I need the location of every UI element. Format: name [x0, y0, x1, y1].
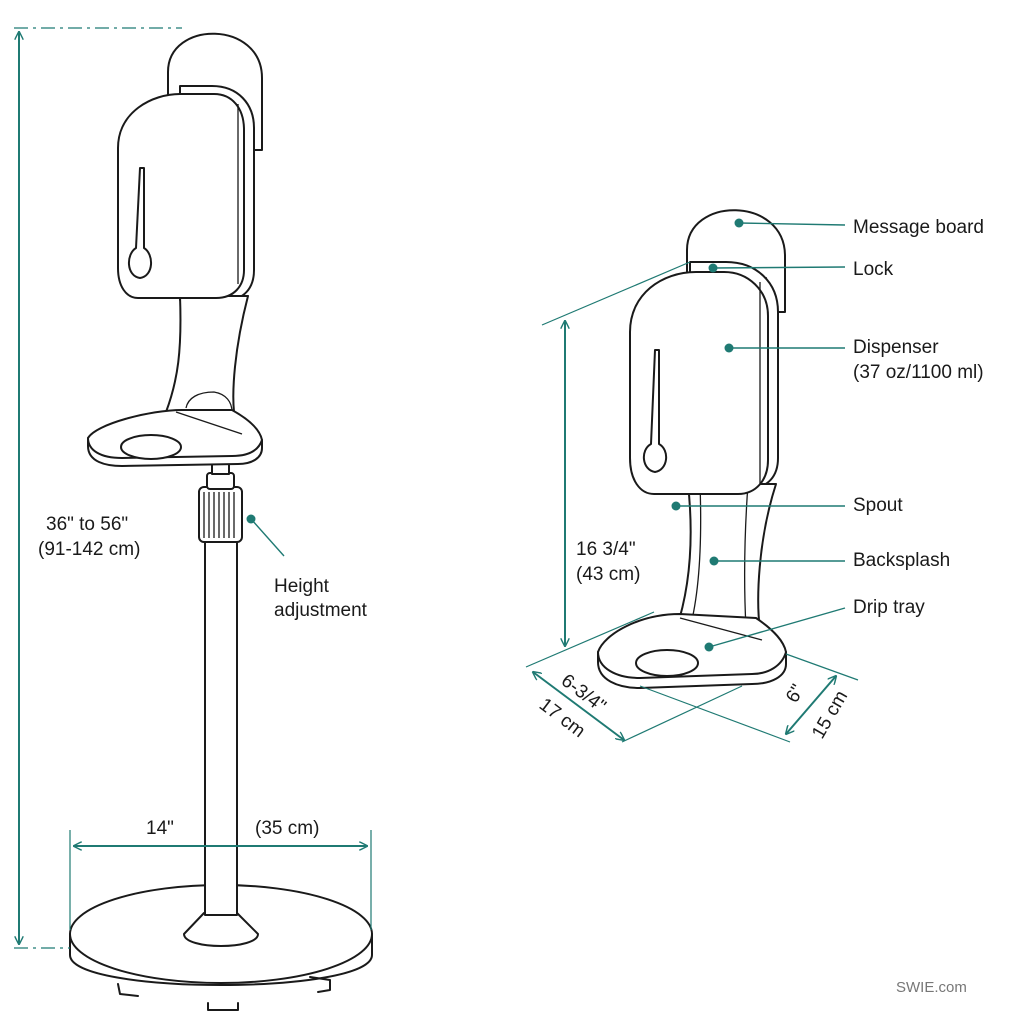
unit-height-imperial: 16 3/4" — [576, 539, 636, 560]
right-dispenser-front — [629, 271, 769, 495]
height-adjustment-knob — [198, 461, 243, 543]
overall-height-imperial: 36" to 56" — [46, 514, 128, 535]
label-dispenser-capacity: (37 oz/1100 ml) — [853, 362, 984, 383]
label-backsplash: Backsplash — [853, 550, 950, 571]
callout-message-board: Message board — [734, 217, 984, 238]
right-drip-tray — [597, 613, 787, 689]
callout-lock: Lock — [708, 259, 894, 280]
callout-drip-tray: Drip tray — [704, 597, 925, 652]
right-message-board — [686, 209, 786, 313]
callout-spout: Spout — [671, 495, 903, 516]
base-width-imperial: 14" — [146, 818, 174, 839]
callout-dispenser: Dispenser (37 oz/1100 ml) — [724, 337, 984, 383]
watermark: SWIE.com — [896, 979, 967, 996]
label-dispenser: Dispenser — [853, 337, 939, 358]
label-message-board: Message board — [853, 217, 984, 238]
height-adjustment-label-line2: adjustment — [274, 600, 368, 621]
stand-base-collar — [183, 912, 259, 947]
overall-height-dimension: 36" to 56" (91-142 cm) — [14, 27, 182, 949]
base-width-dimension: 14" (35 cm) — [69, 818, 372, 930]
unit-depth-metric: 15 cm — [808, 687, 852, 742]
height-adjustment-callout: Height adjustment — [246, 514, 368, 621]
left-drip-tray — [87, 409, 263, 467]
label-lock: Lock — [853, 259, 894, 280]
label-drip-tray: Drip tray — [853, 597, 925, 618]
overall-height-metric: (91-142 cm) — [38, 539, 140, 560]
left-dispenser-front — [117, 93, 245, 299]
label-spout: Spout — [853, 495, 903, 516]
callout-backsplash: Backsplash — [709, 550, 950, 571]
floor-stand-drawing — [69, 32, 373, 1011]
unit-depth-imperial: 6" — [782, 681, 809, 706]
base-width-metric: (35 cm) — [255, 818, 319, 839]
height-adjustment-label-line1: Height — [274, 576, 330, 597]
countertop-unit-drawing — [597, 209, 787, 689]
unit-height-metric: (43 cm) — [576, 564, 640, 585]
unit-height-dimension: 16 3/4" (43 cm) — [541, 261, 691, 646]
stand-pole — [204, 539, 238, 916]
left-backsplash — [165, 295, 249, 413]
